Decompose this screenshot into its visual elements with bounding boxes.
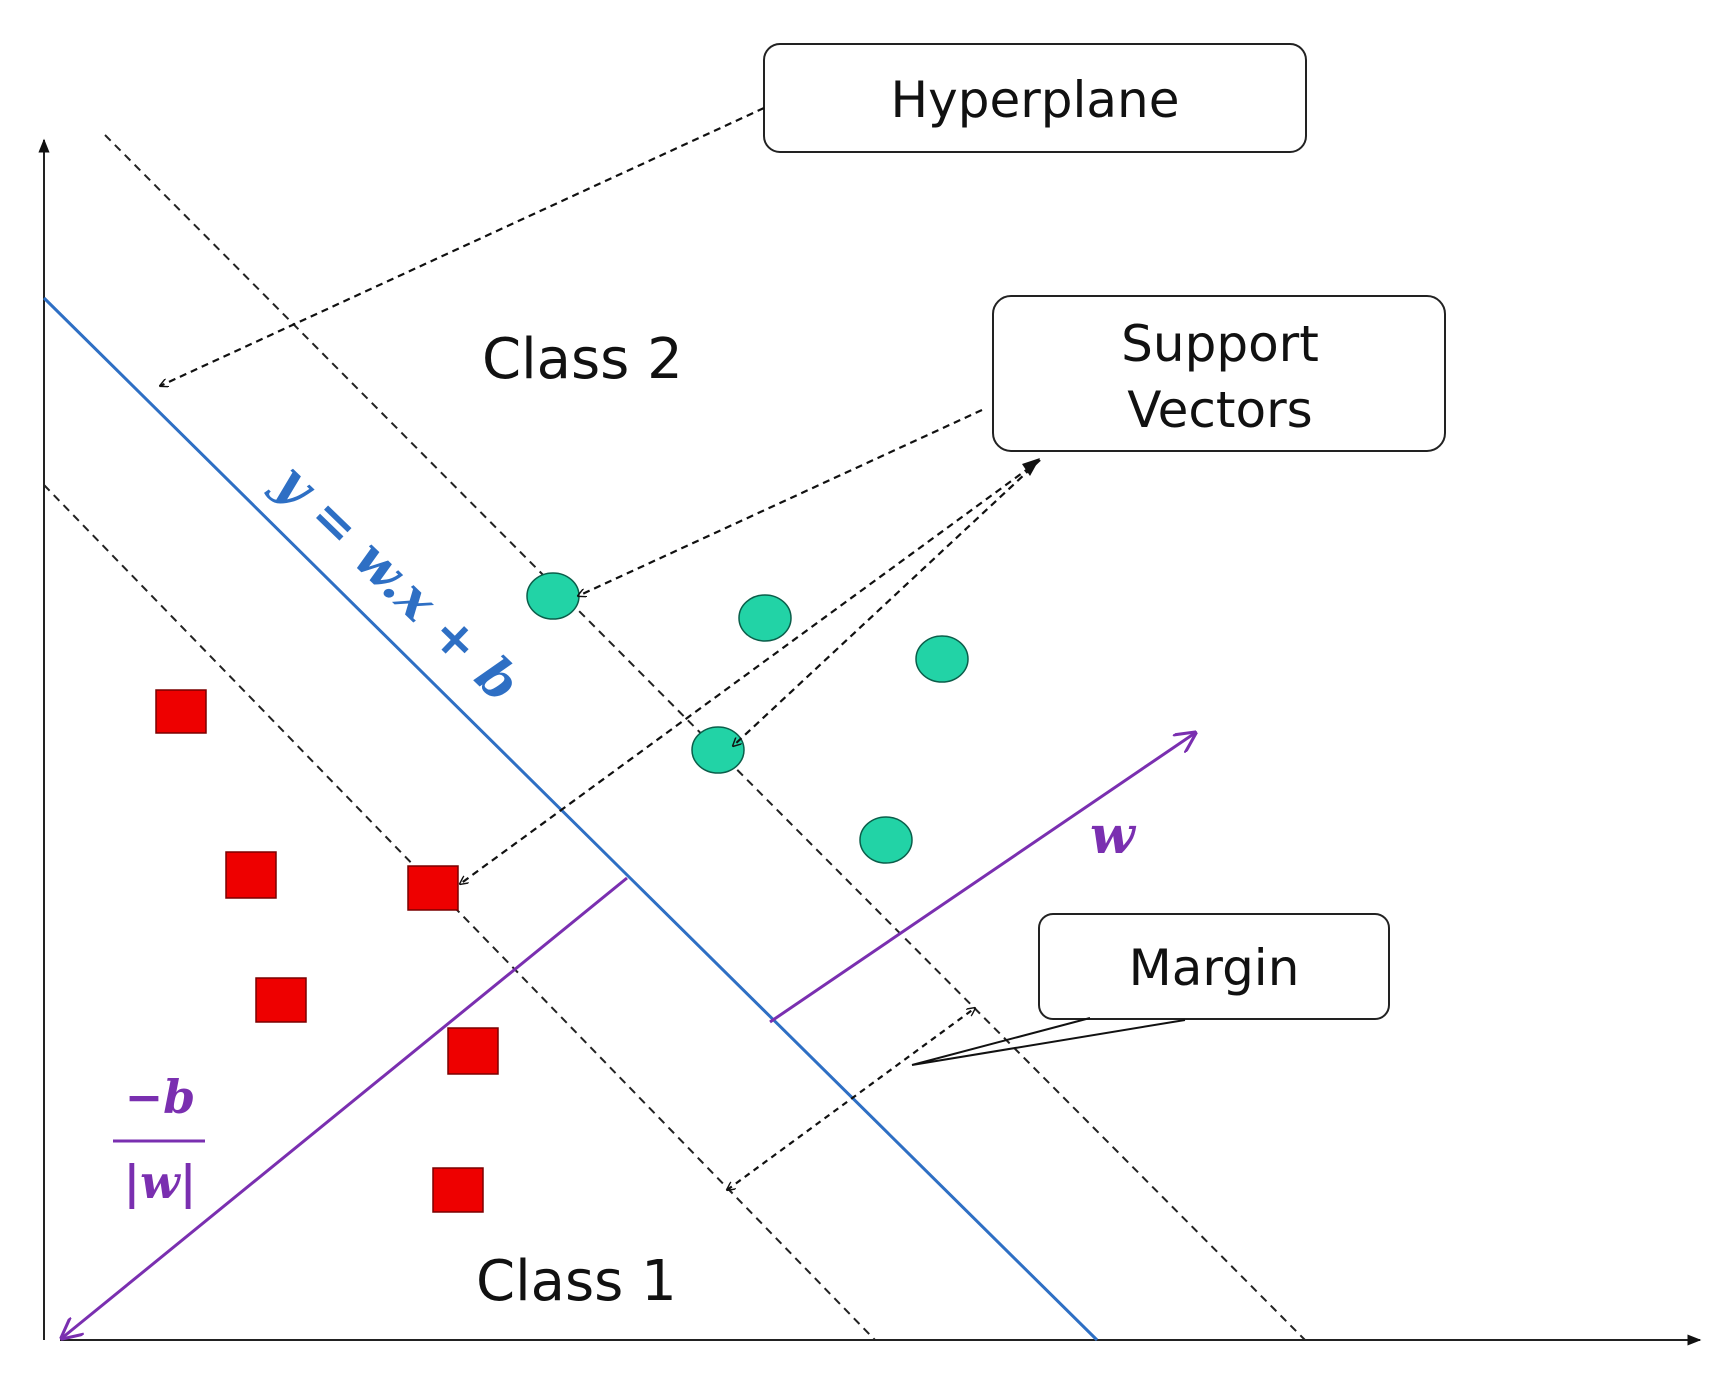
support-vectors-callout-box — [992, 295, 1446, 452]
class2-support-vector — [691, 726, 745, 774]
support-vector-pointer-tip — [1022, 458, 1040, 476]
lower-margin-line — [43, 484, 876, 1341]
upper-margin-line — [104, 134, 1306, 1341]
hyperplane-callout-label: Hyperplane — [891, 71, 1180, 129]
margin-pointer — [911, 1017, 1186, 1066]
offset-numerator: −b — [125, 1070, 196, 1124]
hyperplane-callout-box — [763, 43, 1307, 153]
class1-point — [225, 851, 277, 899]
margin-callout-box — [1038, 913, 1390, 1020]
class1-point — [432, 1167, 484, 1213]
support-vectors-callout-line1: Support — [1121, 315, 1319, 373]
class1-label: Class 1 — [476, 1249, 677, 1314]
support-vector-pointer-arrow — [578, 409, 983, 596]
margin-callout-label: Margin — [1129, 939, 1300, 997]
class2-support-vector — [526, 572, 580, 620]
class1-support-vector — [407, 865, 459, 911]
class1-point — [447, 1027, 499, 1075]
class2-point — [859, 816, 913, 864]
normal-vector-label: w — [1090, 805, 1137, 866]
hyperplane-pointer-arrow — [160, 107, 765, 386]
class2-point — [915, 635, 969, 683]
class2-point — [738, 594, 792, 642]
support-vector-pointer-arrow — [733, 459, 1041, 746]
class1-point — [255, 977, 307, 1023]
offset-vector — [62, 876, 628, 1338]
class1-point — [155, 689, 207, 734]
class2-label: Class 2 — [482, 327, 683, 392]
offset-denominator: |w| — [123, 1155, 196, 1209]
hyperplane-line — [42, 296, 1099, 1342]
margin-width-arrow — [727, 1008, 975, 1190]
hyperplane-equation: y = w.x + b — [262, 451, 532, 714]
support-vectors-callout-line2: Vectors — [1127, 381, 1312, 439]
normal-vector-w — [769, 733, 1195, 1024]
